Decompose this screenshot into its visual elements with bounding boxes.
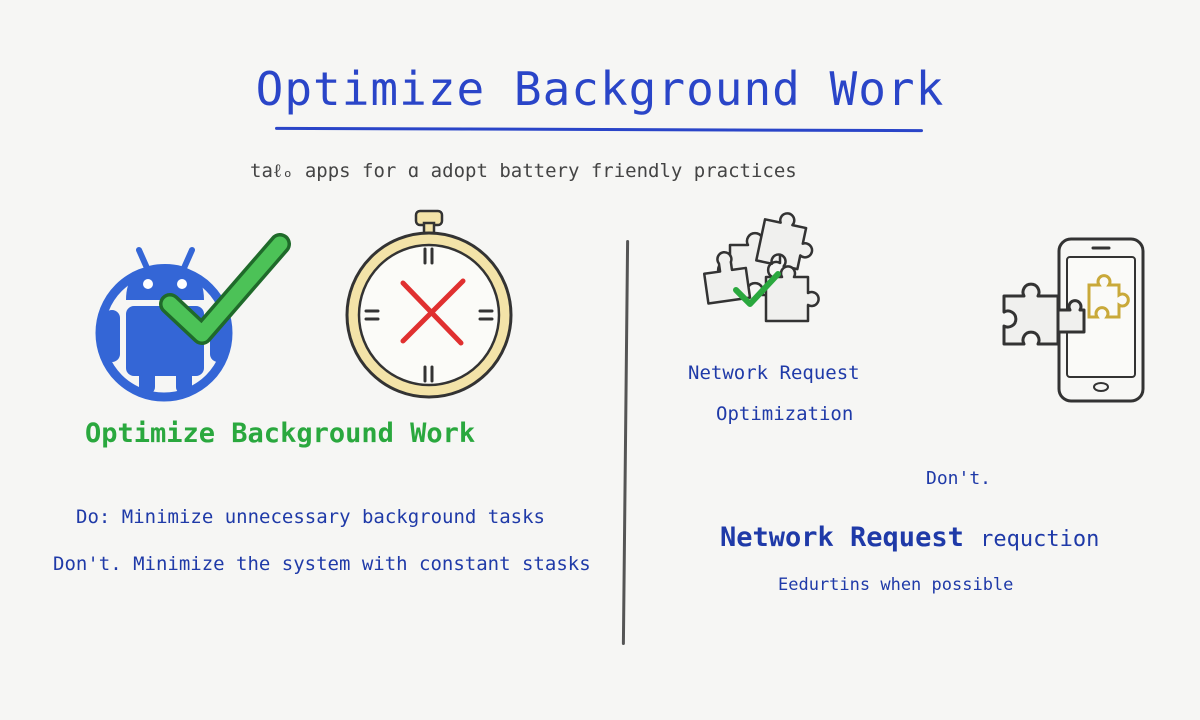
network-label-line1: Network Request <box>688 362 860 384</box>
dont-label-right: Don't. <box>926 468 992 489</box>
puzzle-piece-icon <box>1002 282 1086 346</box>
green-check-icon <box>733 271 781 307</box>
red-x-icon <box>400 278 466 346</box>
reduction-subtext: Eedurtins when possible <box>778 575 1014 595</box>
page-title: Optimize Background Work <box>255 62 945 116</box>
checkmark-icon <box>159 233 291 345</box>
reduction-heading-main: Network Request <box>720 522 964 553</box>
dont-text: Don't. Minimize the system with constant… <box>53 553 591 575</box>
network-label-line2: Optimization <box>716 403 854 425</box>
vertical-divider <box>621 239 630 646</box>
puzzle-cluster-icon <box>702 212 820 323</box>
section-heading-left: Optimize Background Work <box>85 418 476 449</box>
title-underline <box>274 126 924 133</box>
phone-icon <box>1057 237 1145 403</box>
reduction-heading-word: requction <box>980 527 1100 552</box>
do-text: Do: Minimize unnecessary background task… <box>76 506 545 528</box>
subtitle: ta⁠ℓ⁠ₒ apps for ɑ adopt battery friendly… <box>250 160 797 182</box>
reduction-heading: Network Request requction <box>720 522 1099 553</box>
